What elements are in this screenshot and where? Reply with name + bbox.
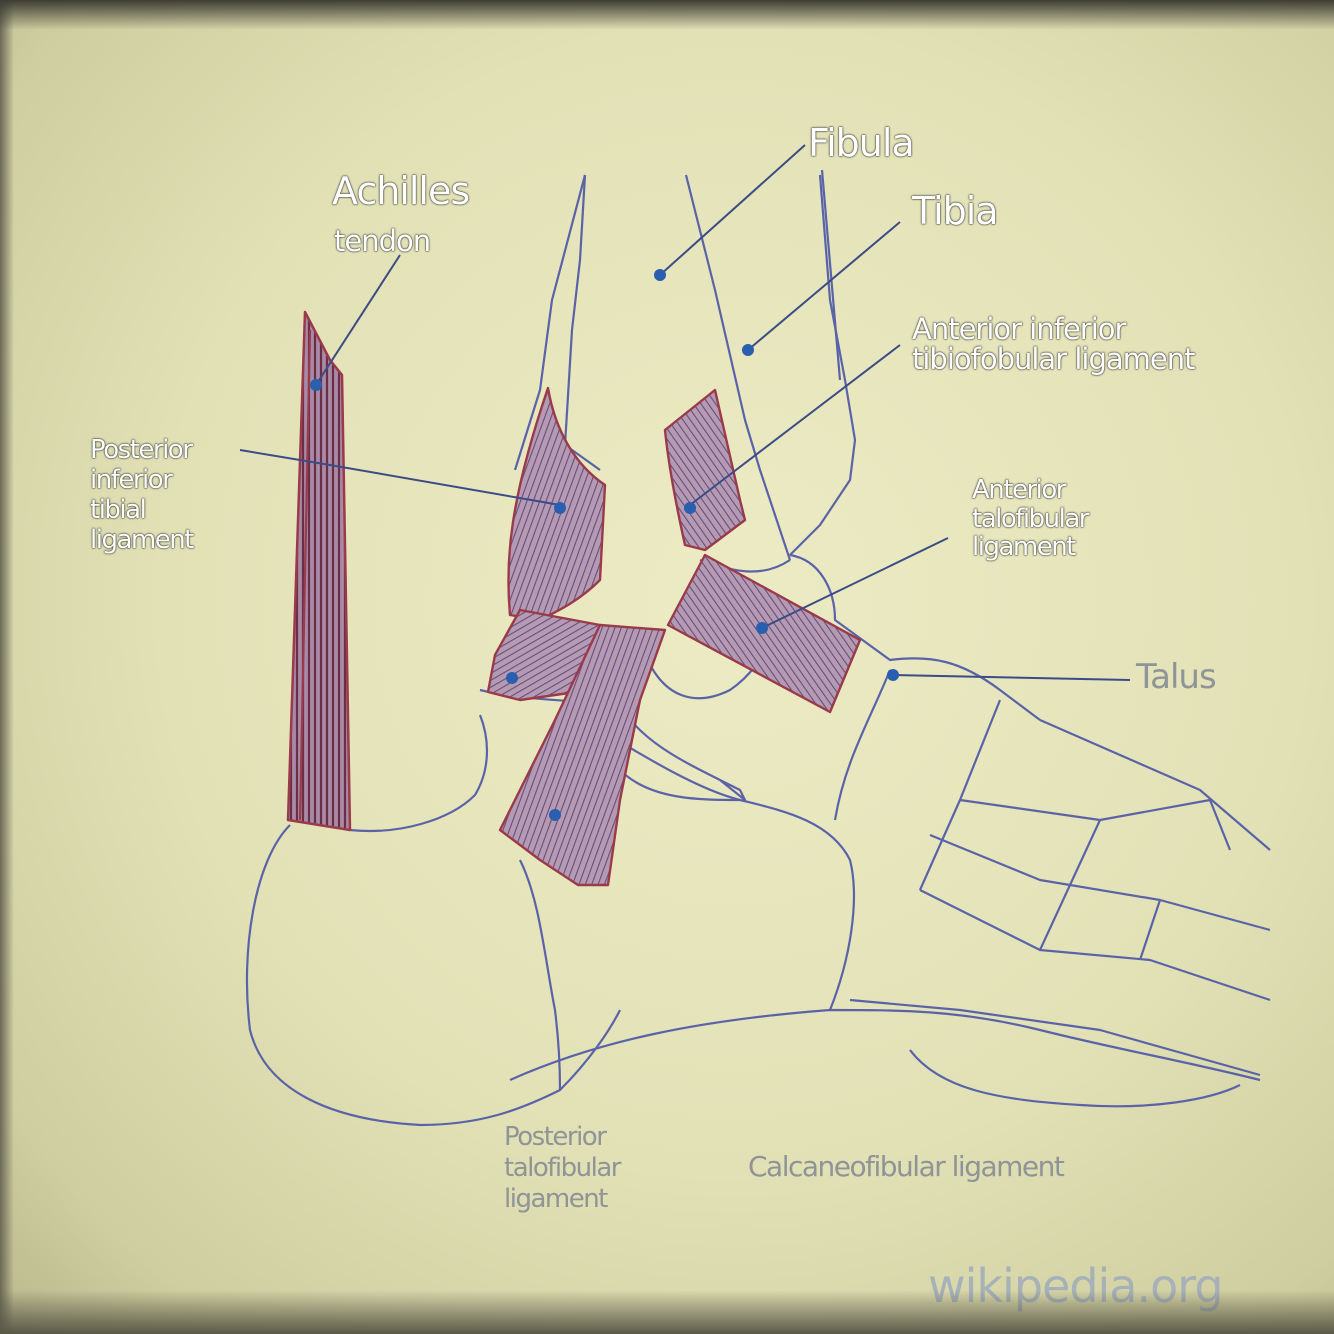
- metatarsal-4: [919, 889, 1271, 1002]
- label-anterior-talofibular: Anterior talofibular ligament: [972, 475, 1089, 563]
- calcaneus-outline: [245, 824, 621, 1127]
- sole-line-2: [909, 1049, 1241, 1108]
- fibula-outline: [563, 174, 601, 471]
- dot-fibula: [654, 269, 666, 281]
- leader-lines: [239, 144, 1131, 681]
- dot-anterior-talofibular: [756, 622, 768, 634]
- calcaneus-inner: [519, 859, 562, 1091]
- screen-bezel-left: [0, 0, 14, 1334]
- leader-talus: [892, 674, 1131, 681]
- tibia-outline-2: [789, 174, 857, 556]
- label-calcaneofibular: Calcaneofibular ligament: [748, 1150, 1065, 1183]
- cuboid-outline: [599, 729, 855, 1011]
- achilles-tendon: [286, 310, 352, 832]
- dot-anterior-inferior-tibiofibular: [684, 502, 696, 514]
- metatarsal-3: [929, 833, 1271, 932]
- dot-posterior-inferior-tibial: [554, 502, 566, 514]
- joint-line: [619, 769, 741, 802]
- dot-posterior-talofibular: [506, 672, 518, 684]
- talus-outline-2: [789, 553, 1041, 721]
- label-anterior-inferior-tibiofibular: Anterior inferior tibiofobular ligament: [912, 312, 1195, 377]
- label-dots: [310, 269, 899, 821]
- metatarsal-5: [849, 998, 1261, 1077]
- label-achilles-sub: tendon: [334, 224, 431, 258]
- dot-tibia: [742, 344, 754, 356]
- dot-talus: [887, 669, 899, 681]
- calcaneofibular-ligament: [498, 623, 667, 887]
- label-posterior-inferior-tibial: Posterior inferior tibial ligament: [90, 435, 194, 555]
- leader-posterior-inferior-tibial: [239, 449, 561, 506]
- leader-fibula: [659, 144, 806, 276]
- calcaneus-upper: [349, 714, 488, 832]
- label-posterior-talofibular: Posterior talofibular ligament: [504, 1122, 621, 1215]
- navicular-outline: [833, 669, 892, 821]
- tibia-outline: [684, 174, 792, 561]
- metatarsal-1: [1039, 718, 1271, 851]
- leader-tibia: [747, 221, 901, 351]
- metatarsal-2: [959, 798, 1232, 851]
- screen-bezel-top: [0, 0, 1334, 30]
- leader-anterior-talofibular: [761, 537, 949, 629]
- bone-outlines: [245, 169, 1271, 1127]
- cuneiform-lines: [918, 699, 1162, 961]
- leader-anterior-inferior-tibiofibular: [689, 344, 901, 506]
- anterior-inferior-tibiofibular-ligament: [663, 388, 747, 552]
- screen-bezel-bottom: [0, 1290, 1334, 1334]
- dot-calcaneofibular: [549, 809, 561, 821]
- fibula-outline-2: [513, 174, 587, 471]
- label-talus: Talus: [1136, 657, 1217, 697]
- tibia-leader-x: [820, 169, 842, 381]
- label-tibia: Tibia: [912, 189, 999, 233]
- leader-achilles: [315, 254, 401, 386]
- label-achilles: Achilles: [332, 169, 470, 213]
- dot-achilles: [310, 379, 322, 391]
- label-fibula: Fibula: [808, 121, 915, 165]
- sole-line: [509, 1008, 1261, 1082]
